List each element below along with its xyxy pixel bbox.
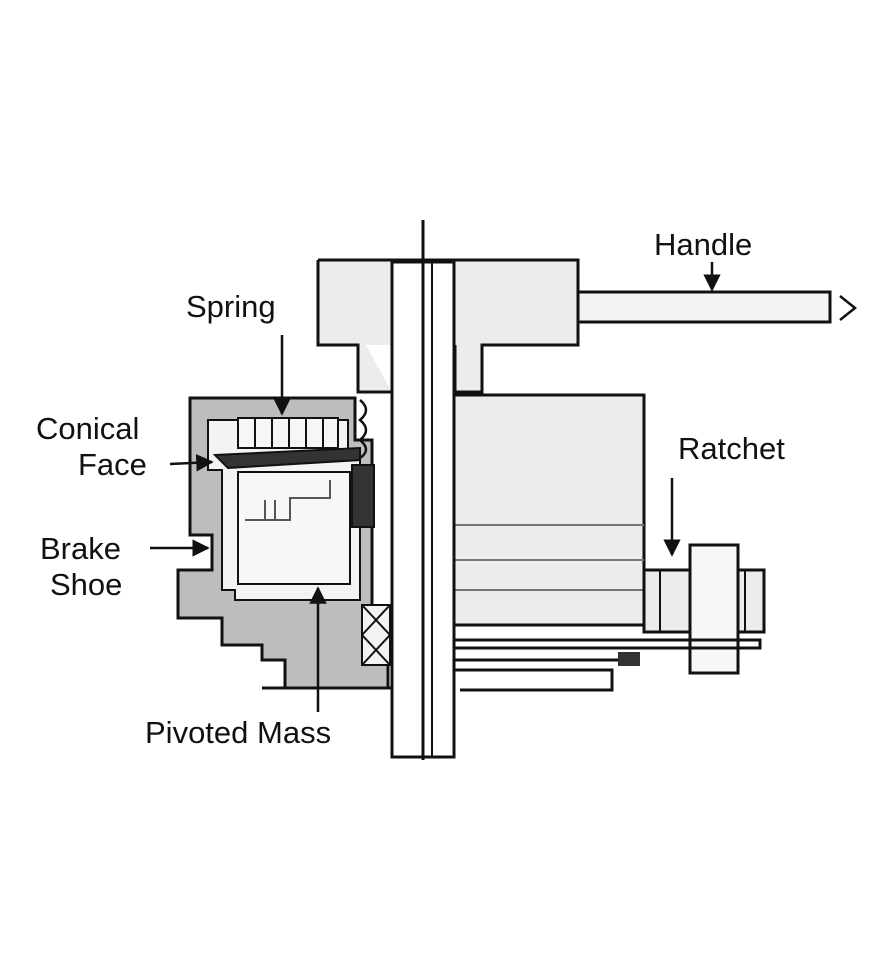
shaft-spring <box>358 399 368 460</box>
ratchet-assembly <box>642 543 766 675</box>
label-handle: Handle <box>654 227 753 262</box>
bearing <box>361 604 391 666</box>
spring-coils <box>237 417 339 449</box>
label-ratchet: Ratchet <box>678 431 785 466</box>
base-plate <box>420 638 762 692</box>
drum-body <box>430 393 646 627</box>
label-brake: Brake <box>40 531 121 566</box>
conical-face-leader <box>169 454 214 472</box>
label-pivoted-mass: Pivoted Mass <box>145 715 332 750</box>
label-spring: Spring <box>186 289 276 324</box>
pivoted-mass-body <box>237 471 351 585</box>
conical-face-strip <box>212 446 361 470</box>
label-shoe: Shoe <box>50 567 123 602</box>
handle-break-mark <box>839 295 858 321</box>
brake-wedge <box>351 464 375 528</box>
handle-bar <box>576 290 832 324</box>
label-face: Face <box>78 447 147 482</box>
label-conical: Conical <box>36 411 140 446</box>
